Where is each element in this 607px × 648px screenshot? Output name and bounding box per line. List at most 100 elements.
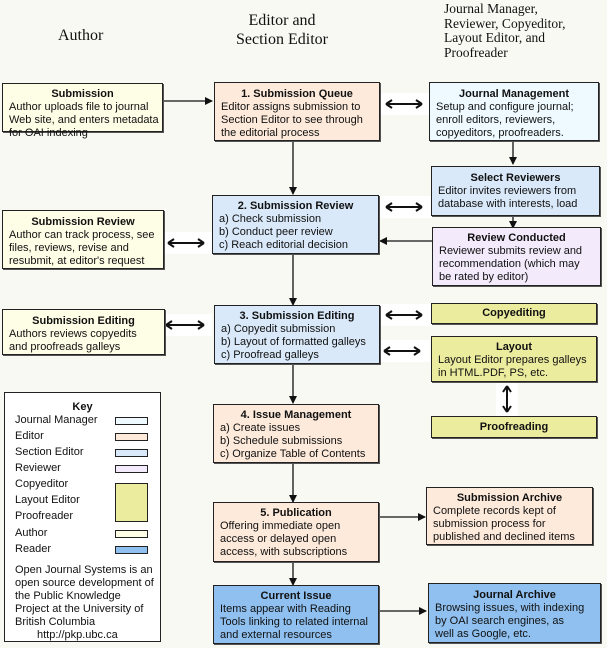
pkp-link[interactable]: http://pkp.ubc.ca xyxy=(37,629,118,641)
box-publication: 5. Publication Offering immediate open a… xyxy=(213,502,379,562)
legend-note-line: open source development of xyxy=(15,577,154,589)
box-journal-management: Journal Management Setup and configure j… xyxy=(429,82,599,141)
box-text: Editor invites reviewers from xyxy=(438,185,577,197)
box-text: and external resources xyxy=(220,629,332,641)
legend-note-line: British Columbia xyxy=(15,616,96,628)
box-title: Current Issue xyxy=(260,590,332,602)
box-text: Author uploads file to journal xyxy=(9,101,149,113)
box-text: Setup and configure journal; xyxy=(436,101,574,113)
box-text: access, with subscriptions xyxy=(220,546,348,558)
box-submission-queue: 1. Submission Queue Editor assigns submi… xyxy=(214,82,380,141)
column-header-others-line: Layout Editor, and xyxy=(444,30,546,45)
box-title: Submission Review xyxy=(31,216,135,228)
legend-label: Editor xyxy=(15,430,44,442)
legend-swatch-copyeditor-layout-proofreader xyxy=(115,483,148,522)
box-text: Browsing issues, with indexing xyxy=(435,602,585,614)
box-text: be rated by editor) xyxy=(439,271,529,283)
legend-label: Layout Editor xyxy=(15,494,80,506)
box-text: a) Check submission xyxy=(219,213,322,225)
box-text: b) Layout of formatted galleys xyxy=(221,336,366,348)
legend-label: Copyeditor xyxy=(15,478,69,490)
box-text: recommendation (which may xyxy=(439,258,580,270)
box-review-conducted: Review Conducted Reviewer submits review… xyxy=(432,227,601,286)
box-text: files, reviews, revise and xyxy=(9,242,129,254)
column-header-author-text: Author xyxy=(58,27,104,44)
legend-label: Journal Manager xyxy=(15,414,98,426)
box-text: Author can track process, see xyxy=(9,229,155,241)
double-arrow-editing-layout xyxy=(376,340,430,362)
box-text: Editor assigns submission to xyxy=(221,101,361,113)
column-header-editor-line: Editor and xyxy=(248,12,316,29)
column-header-others: Journal Manager, Reviewer, Copyeditor, L… xyxy=(444,1,566,60)
legend-swatch-reader xyxy=(115,546,148,554)
box-text: access or delayed open xyxy=(220,533,337,545)
legend-note-line: the Public Knowledge xyxy=(15,590,121,602)
legend-label: Proofreader xyxy=(15,510,74,522)
double-arrow-queue-jm xyxy=(376,93,432,115)
box-copyediting: Copyediting xyxy=(431,303,597,324)
legend-note-line: Project at the University of xyxy=(15,603,144,615)
box-title: 4. Issue Management xyxy=(240,409,352,421)
box-submission-editing: 3. Submission Editing a) Copyedit submis… xyxy=(214,305,380,364)
box-current-issue: Current Issue Items appear with Reading … xyxy=(213,585,379,644)
double-arrow-icon xyxy=(385,99,423,109)
legend-label: Reviewer xyxy=(15,462,61,474)
box-text: a) Create issues xyxy=(220,422,301,434)
box-text: Layout Editor prepares galleys xyxy=(438,354,587,366)
legend-label: Section Editor xyxy=(15,446,84,458)
legend-label: Author xyxy=(15,527,48,539)
box-title: Submission xyxy=(51,88,114,100)
double-arrow-author-editing xyxy=(158,314,212,336)
box-select-reviewers: Select Reviewers Editor invites reviewer… xyxy=(431,166,600,216)
box-author-submission-review: Submission Review Author can track proce… xyxy=(2,210,164,269)
box-text: resubmit, at editor's request xyxy=(9,255,145,267)
column-header-others-line: Proofreader xyxy=(444,44,508,60)
box-title: Journal Archive xyxy=(473,589,556,601)
box-submission-review: 2. Submission Review a) Check submission… xyxy=(212,195,379,254)
box-submission: Submission Author uploads file to journa… xyxy=(2,83,163,139)
column-header-editor-line: Section Editor xyxy=(236,31,328,48)
box-text: in HTML.PDF, PS, etc. xyxy=(438,367,549,379)
box-title: 1. Submission Queue xyxy=(241,88,353,100)
column-header-others-line: Reviewer, Copyeditor, xyxy=(444,15,566,31)
legend-swatch-section-editor xyxy=(115,449,148,457)
double-arrow-editing-copyediting xyxy=(378,304,432,326)
box-text: Complete records kept of xyxy=(433,505,556,517)
box-submission-archive: Submission Archive Complete records kept… xyxy=(426,487,593,545)
double-arrow-icon xyxy=(167,238,205,248)
box-text: Web site, and enters metadata xyxy=(9,114,159,126)
double-arrow-icon xyxy=(385,202,423,212)
legend-swatch-author xyxy=(115,530,148,538)
box-text: enroll editors, reviewers, xyxy=(436,114,556,126)
box-text: b) Schedule submissions xyxy=(220,435,343,447)
legend-note: Open Journal Systems is an open source d… xyxy=(15,564,160,642)
box-text: c) Organize Table of Contents xyxy=(220,448,366,460)
legend-title: Key xyxy=(72,401,93,413)
box-layout: Layout Layout Editor prepares galleys in… xyxy=(431,336,597,382)
column-header-author: Author xyxy=(58,27,103,45)
box-text: a) Copyedit submission xyxy=(221,323,336,335)
box-text: b) Conduct peer review xyxy=(219,226,333,238)
box-text: the editorial process xyxy=(221,127,320,139)
box-title: Review Conducted xyxy=(467,232,566,244)
box-title: Layout xyxy=(495,341,533,353)
legend-note-line: Open Journal Systems is an xyxy=(15,564,153,576)
box-text: for OAI indexing xyxy=(9,127,88,139)
double-arrow-review-select xyxy=(376,196,432,218)
legend-swatch-journal-manager xyxy=(115,417,148,425)
box-title: Copyediting xyxy=(482,307,546,319)
box-title: 5. Publication xyxy=(260,507,332,519)
box-proofreading: Proofreading xyxy=(431,416,597,438)
box-title: Submission Editing xyxy=(32,315,135,327)
box-text: submission process for xyxy=(433,518,546,530)
double-arrow-icon xyxy=(385,310,423,320)
box-issue-management: 4. Issue Management a) Create issues b) … xyxy=(213,404,379,463)
column-header-others-line: Journal Manager, xyxy=(444,1,538,16)
box-text: by OAI search engines, as xyxy=(435,615,565,627)
box-text: Items appear with Reading xyxy=(220,603,351,615)
box-text: Section Editor to see through xyxy=(221,114,363,126)
box-title: 2. Submission Review xyxy=(237,200,354,212)
box-text: database with interests, load xyxy=(438,198,578,210)
box-text: Offering immediate open xyxy=(220,520,341,532)
box-text: published and declined items xyxy=(433,531,575,543)
